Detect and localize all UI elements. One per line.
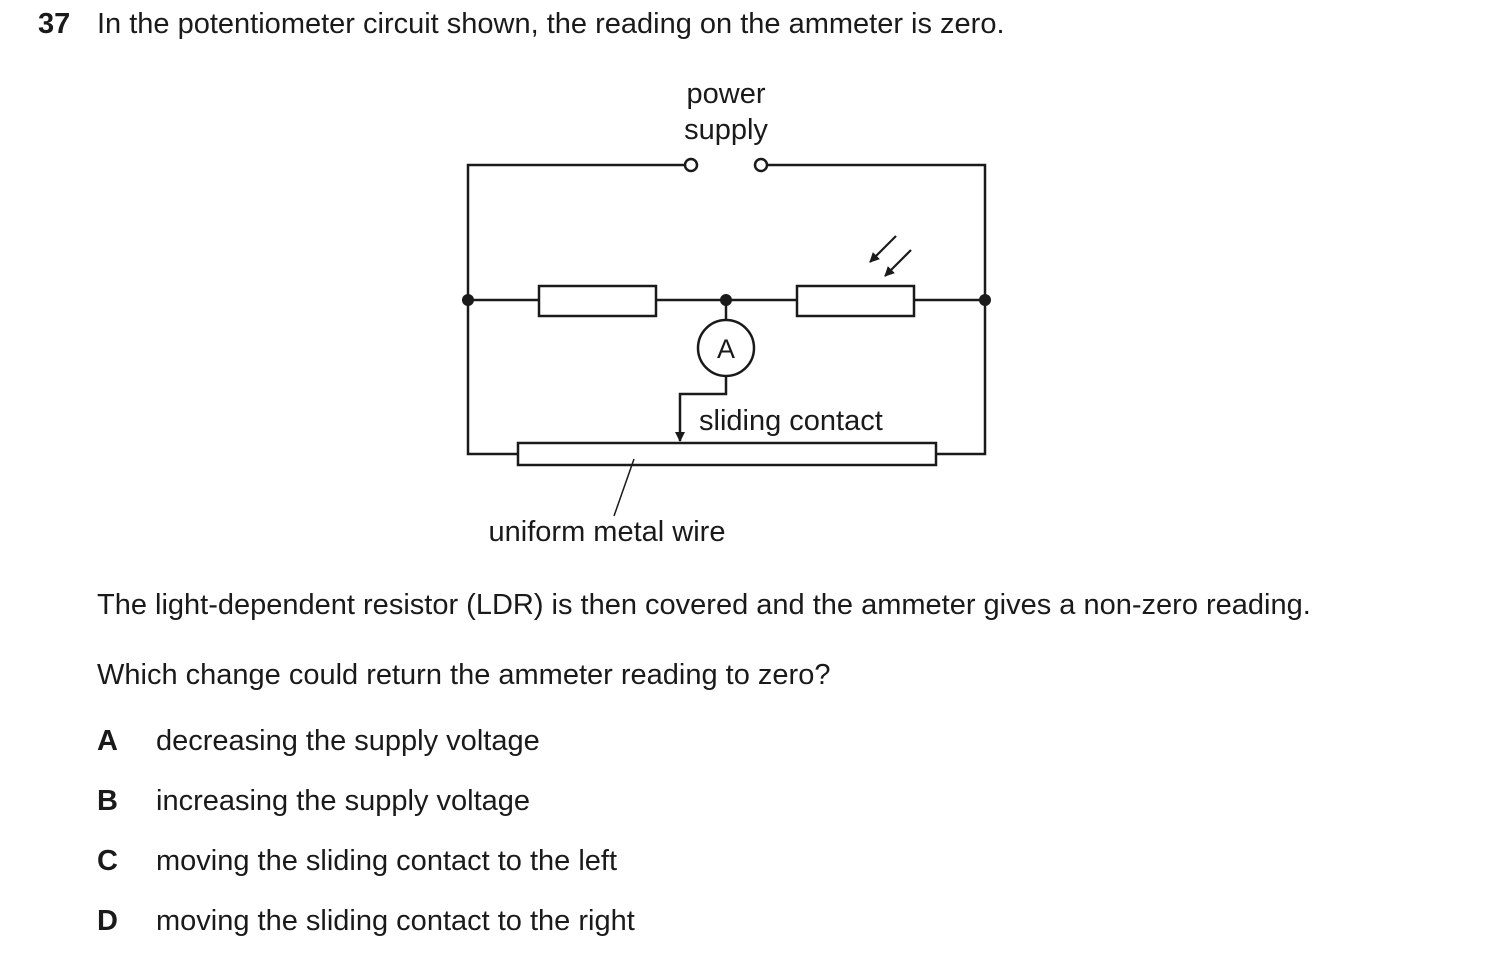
question-number: 37 (38, 8, 71, 40)
terminal-left (683, 157, 699, 173)
sliding-contact-lead (675, 376, 728, 442)
terminal-right (753, 157, 769, 173)
junction-right (979, 294, 991, 306)
junction-center (720, 294, 732, 306)
option-d-text: moving the sliding contact to the right (156, 905, 635, 937)
sliding-contact-label: sliding contact (699, 405, 883, 437)
wire-label-pointer (613, 458, 635, 517)
option-b-text: increasing the supply voltage (156, 785, 531, 817)
option-b-letter: B (97, 785, 118, 817)
supply-label: supply (684, 114, 768, 146)
option-a-text: decreasing the supply voltage (156, 725, 540, 757)
paragraph-question: Which change could return the ammeter re… (97, 659, 831, 691)
option-a-letter: A (97, 725, 118, 757)
wire-top-left (466, 163, 686, 456)
paragraph-ldr: The light-dependent resistor (LDR) is th… (97, 589, 1311, 621)
fixed-resistor (537, 284, 658, 318)
junction-left (462, 294, 474, 306)
power-label: power (687, 78, 766, 110)
option-c-letter: C (97, 845, 118, 877)
option-d-letter: D (97, 905, 118, 937)
uniform-metal-wire (516, 441, 938, 467)
question-stem: In the potentiometer circuit shown, the … (97, 8, 1005, 40)
ldr (795, 284, 916, 318)
wire-top-right (766, 163, 987, 456)
wire-label: uniform metal wire (489, 516, 726, 548)
light-arrows-icon (869, 235, 912, 277)
circuit-diagram: power supply A sliding contact uniform m… (462, 78, 991, 548)
ammeter-label: A (717, 334, 735, 364)
option-c-text: moving the sliding contact to the left (156, 845, 618, 877)
